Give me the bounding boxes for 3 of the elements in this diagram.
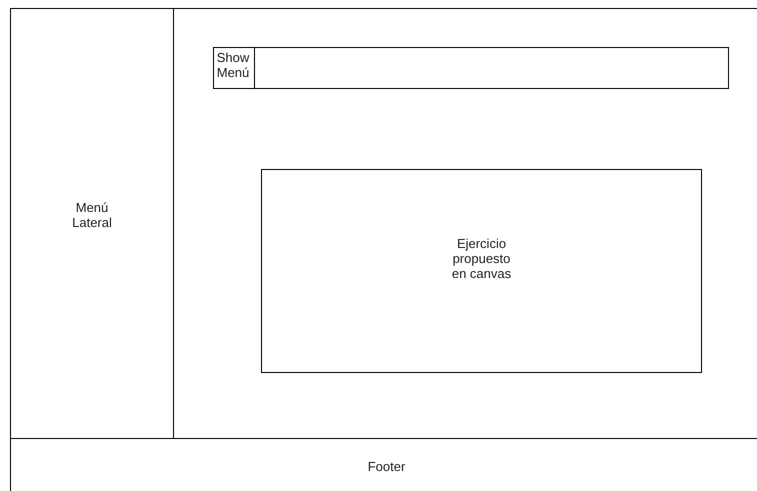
toolbar-bar	[213, 47, 729, 89]
sidebar-panel: Menú Lateral	[10, 8, 174, 439]
canvas-exercise-panel: Ejercicio propuesto en canvas	[261, 169, 702, 373]
